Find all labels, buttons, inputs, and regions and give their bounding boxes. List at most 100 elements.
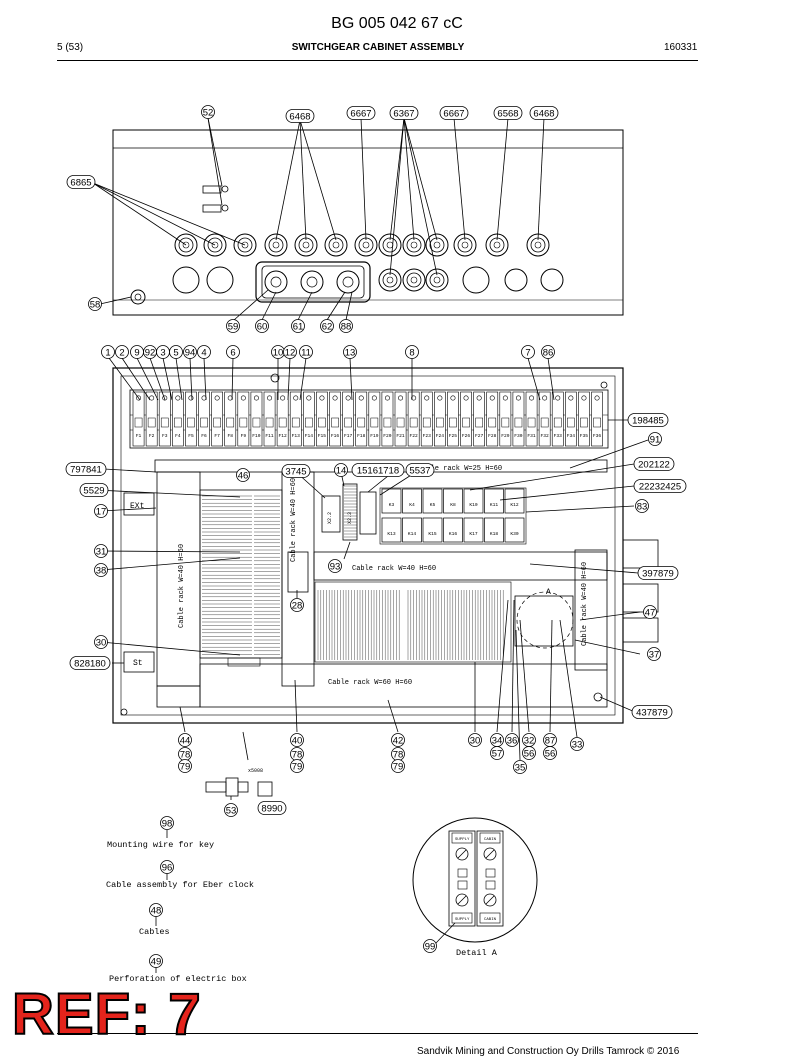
callout-78a: 78	[178, 747, 192, 761]
fuse-f29: F29	[499, 391, 512, 447]
callout-number: 96	[162, 863, 173, 874]
fuse-label: F2	[149, 433, 155, 439]
callout-number: 56	[545, 749, 556, 760]
callout-6468b: 6468	[529, 106, 559, 120]
callout-38: 38	[94, 563, 108, 577]
callout-6367: 6367	[389, 106, 419, 120]
callout-17: 17	[94, 504, 108, 518]
cable-rack-vert-label: Cable rack W=40 H=60	[290, 478, 298, 562]
callout-79c: 79	[391, 759, 405, 773]
fuse-f11: F11	[263, 391, 276, 447]
fuse-label: F28	[488, 433, 497, 439]
cable-rack-bottom-label: Cable rack W=60 H=60	[328, 679, 412, 687]
callout-99: 99	[423, 939, 437, 953]
x5008-label: x5008	[248, 768, 263, 774]
fuse-label: F4	[175, 433, 181, 439]
callout-35: 35	[513, 760, 527, 774]
callout-number: 38	[96, 566, 107, 577]
callout-397879: 397879	[637, 566, 679, 580]
fuse-f6: F6	[198, 391, 210, 447]
callout-83: 83	[635, 499, 649, 513]
callout-number: 6667	[350, 109, 371, 120]
callout-56b: 56	[543, 746, 557, 760]
callout-number: 52	[203, 108, 214, 119]
fuse-label: F7	[214, 433, 220, 439]
fuse-label: F35	[580, 433, 589, 439]
callout-8990: 8990	[257, 801, 287, 815]
fuse-f32: F32	[538, 391, 551, 447]
callout-6568: 6568	[493, 106, 523, 120]
ref-stamp: REF: 7	[11, 982, 202, 1047]
relay-label: K17	[469, 531, 478, 537]
fuse-f36: F36	[591, 391, 603, 447]
callout-198485: 198485	[627, 413, 669, 427]
note-perforation: Perforation of electric box	[109, 974, 247, 984]
relay-k18: K18	[484, 517, 504, 543]
fuse-f18: F18	[355, 391, 368, 447]
callout-31: 31	[94, 544, 108, 558]
header-rule	[57, 60, 698, 61]
callout-6: 6	[226, 345, 240, 359]
fuse-label: F25	[449, 433, 458, 439]
callout-91: 91	[648, 432, 662, 446]
fuse-label: F32	[541, 433, 550, 439]
fuse-f8: F8	[224, 391, 237, 447]
callout-28: 28	[290, 598, 304, 612]
notes: Mounting wire for key Cable assembly for…	[106, 840, 498, 984]
fuse-f20: F20	[381, 391, 394, 447]
relay-k10: K10	[463, 488, 484, 514]
callout-number: 46	[238, 471, 249, 482]
callout-5537: 5537	[405, 463, 435, 477]
callout-87: 87	[543, 733, 557, 747]
callout-number: 61	[293, 322, 304, 333]
callout-number: 56	[524, 749, 535, 760]
fuse-label: F12	[279, 433, 288, 439]
fuse-f24: F24	[433, 391, 446, 447]
relay-label: K5	[430, 502, 436, 508]
fuse-f5: F5	[185, 391, 197, 447]
fuse-f21: F21	[394, 391, 407, 447]
relay-k4: K4	[402, 488, 422, 514]
fuse-f33: F33	[551, 391, 564, 447]
fuse-f31: F31	[525, 391, 538, 447]
callout-93: 93	[328, 559, 342, 573]
callout-number: 79	[292, 762, 303, 773]
callout-number: 11	[301, 348, 311, 359]
fuse-label: F18	[357, 433, 366, 439]
callout-94: 94	[183, 345, 197, 359]
callout-36: 36	[505, 733, 519, 747]
callout-98: 98	[160, 816, 174, 830]
fuse-f10: F10	[250, 391, 263, 447]
fuse-f28: F28	[486, 391, 499, 447]
callout-3: 3	[156, 345, 170, 359]
fuse-label: F19	[370, 433, 379, 439]
relay-label: K16	[449, 531, 458, 537]
fuse-f9: F9	[237, 391, 250, 447]
fuse-label: F27	[475, 433, 484, 439]
fuse-label: F23	[423, 433, 432, 439]
callout-34: 34	[490, 733, 504, 747]
callout-number: 58	[90, 300, 101, 311]
fuse-f1: F1	[132, 391, 145, 447]
callout-number: 198485	[632, 416, 664, 427]
fuse-f17: F17	[342, 391, 355, 447]
relay-label: K30	[510, 531, 519, 537]
callout-number: 30	[470, 736, 481, 747]
callout-number: 5529	[83, 486, 104, 497]
callout-5: 5	[169, 345, 183, 359]
callout-1: 1	[101, 345, 115, 359]
callout-number: 79	[393, 762, 404, 773]
fuse-label: F26	[462, 433, 471, 439]
callout-number: 34	[492, 736, 503, 747]
callout-number: 22232425	[639, 482, 681, 493]
callout-7: 7	[521, 345, 535, 359]
page-number: 5 (53)	[57, 42, 84, 53]
note-cable-assembly: Cable assembly for Eber clock	[106, 880, 254, 890]
fuse-label: F16	[331, 433, 340, 439]
callout-number: 437879	[636, 708, 668, 719]
callout-number: 6667	[443, 109, 464, 120]
fuse-f7: F7	[211, 391, 224, 447]
callout-number: 57	[492, 749, 503, 760]
callout-49: 49	[149, 954, 163, 968]
relay-k16: K16	[443, 517, 463, 543]
